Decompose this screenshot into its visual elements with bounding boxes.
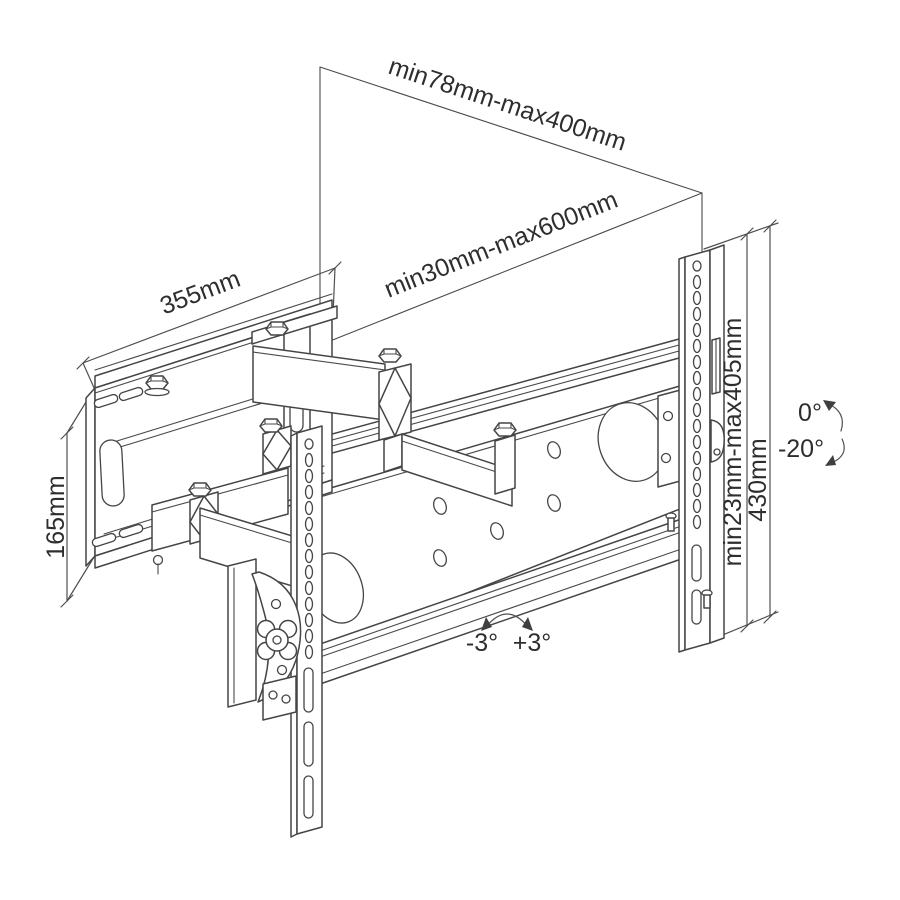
tilt-knob [256, 619, 298, 661]
dim-horizontal-range-top: min78mm-max400mm [385, 52, 630, 157]
right-rail-holes [692, 274, 702, 530]
upper-arm-end-sleeve [493, 422, 517, 495]
tilt-angle-annotation: 0° -20° [778, 399, 845, 466]
left-bracket-rail [290, 425, 323, 838]
right-rail-latch-hardware [701, 337, 725, 609]
dim-wall-plate-width: 355mm [156, 265, 244, 321]
dim-wall-plate-height: 165mm [42, 475, 70, 558]
right-bracket-rail [678, 244, 725, 653]
swivel-right-label: +3° [513, 629, 552, 657]
swivel-angle-annotation: -3° +3° [466, 613, 552, 657]
swivel-left-label: -3° [466, 629, 498, 657]
lower-arm [151, 467, 313, 593]
dim-bracket-height: 430mm [744, 438, 772, 521]
tilt-angle-down-label: -20° [778, 435, 824, 463]
dim-horizontal-range-mid: min30mm-max600mm [380, 186, 621, 304]
dim-bracket-hole-range: min23mm-max405mm [719, 318, 747, 567]
left-rail-holes [304, 452, 314, 660]
upper-arm-elbow [378, 348, 412, 473]
tilt-angle-up-label: 0° [798, 399, 822, 427]
upper-arm-left-pivot [259, 418, 292, 475]
tilt-lock-assembly [227, 558, 302, 721]
